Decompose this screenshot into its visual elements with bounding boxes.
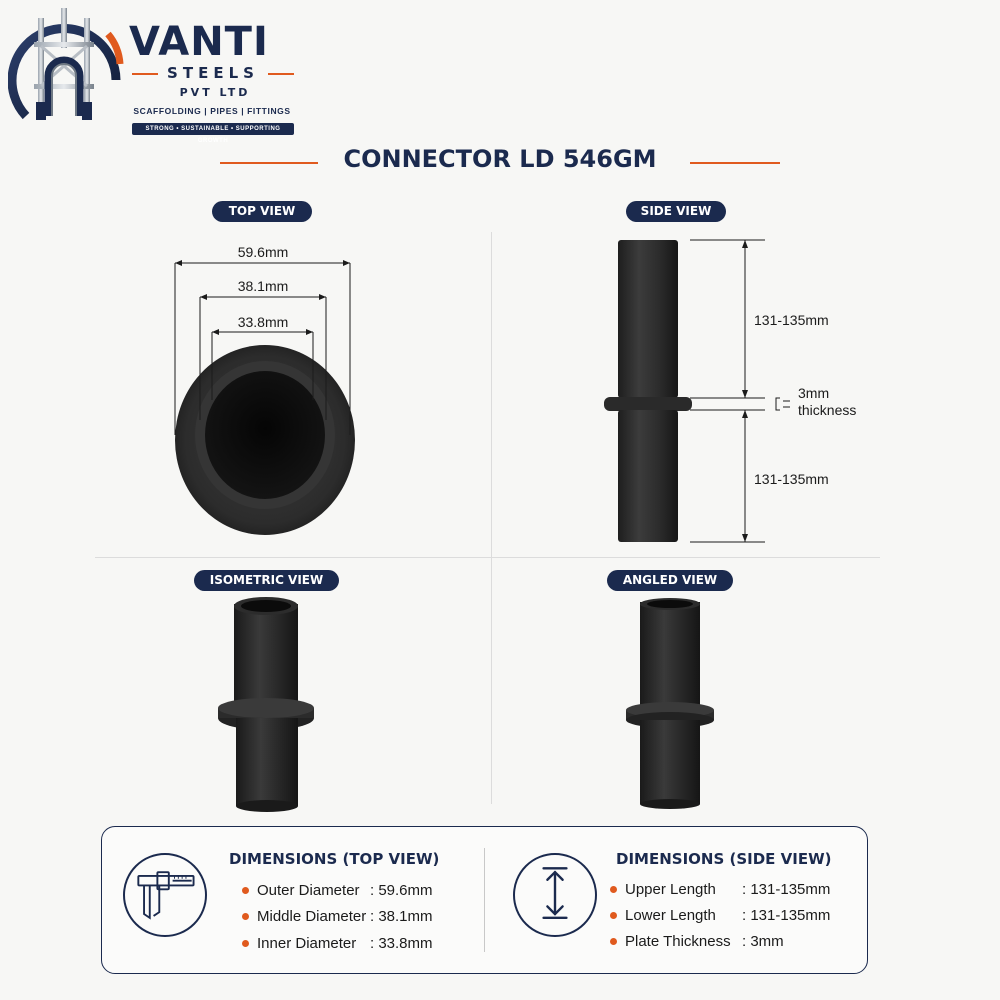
brand-steels: STEELS: [167, 64, 259, 82]
spec-row-inner-diameter: Inner Diameter: 33.8mm: [242, 935, 433, 952]
top-dimensions-heading: DIMENSIONS (TOP VIEW): [229, 850, 440, 868]
brand-rule-right: [268, 73, 294, 75]
top-outer-dimension: 59.6mm: [238, 244, 289, 260]
side-lower-tube: [618, 410, 678, 542]
grid-divider-vertical: [491, 232, 492, 804]
brand-pvt-ltd: PVT LTD: [179, 86, 251, 99]
top-view-drawing: 59.6mm 38.1mm 33.8mm: [174, 244, 355, 535]
spec-row-upper-length: Upper Length: 131-135mm: [610, 881, 830, 898]
spec-row-middle-diameter: Middle Diameter: 38.1mm: [242, 908, 433, 925]
spec-row-plate-thickness: Plate Thickness: 3mm: [610, 933, 784, 950]
title-rule-right: [690, 162, 780, 164]
side-plate-value: 3mm: [798, 385, 829, 401]
company-logo: VANTI STEELS PVT LTD SCAFFOLDING | PIPES…: [8, 6, 298, 144]
brand-rule-left: [132, 73, 158, 75]
title-rule-left: [220, 162, 318, 164]
spec-row-outer-diameter: Outer Diameter: 59.6mm: [242, 882, 433, 899]
grid-divider-horizontal: [95, 557, 880, 558]
top-inner-dimension: 33.8mm: [238, 314, 289, 330]
side-plate: [604, 397, 692, 411]
brand-name: VANTI: [129, 19, 269, 65]
panel-separator: [484, 848, 485, 952]
side-dimensions-heading: DIMENSIONS (SIDE VIEW): [616, 850, 832, 868]
vertical-arrow-icon: [513, 853, 597, 937]
isometric-view-drawing: [218, 597, 314, 812]
side-lower-dimension: 131-135mm: [754, 471, 829, 487]
brand-tagline: SCAFFOLDING | PIPES | FITTINGS: [133, 106, 291, 116]
top-middle-dimension: 38.1mm: [238, 278, 289, 294]
angled-view-label: ANGLED VIEW: [607, 570, 733, 591]
side-upper-tube: [618, 240, 678, 398]
side-view-drawing: 131-135mm 131-135mm 3mm thickness: [604, 239, 856, 543]
side-view-label: SIDE VIEW: [626, 201, 726, 222]
page-title: CONNECTOR LD 546GM: [343, 145, 657, 173]
angled-view-drawing: [626, 598, 714, 809]
scaffold-logo-icon: [8, 8, 124, 120]
side-upper-dimension: 131-135mm: [754, 312, 829, 328]
caliper-icon: [123, 853, 207, 937]
isometric-view-label: ISOMETRIC VIEW: [194, 570, 339, 591]
connector-inner-bore: [205, 371, 325, 499]
top-view-label: TOP VIEW: [212, 201, 312, 222]
brand-badge: STRONG • SUSTAINABLE • SUPPORTING GROWTH: [132, 123, 294, 144]
side-plate-word: thickness: [798, 402, 856, 418]
spec-row-lower-length: Lower Length: 131-135mm: [610, 907, 830, 924]
